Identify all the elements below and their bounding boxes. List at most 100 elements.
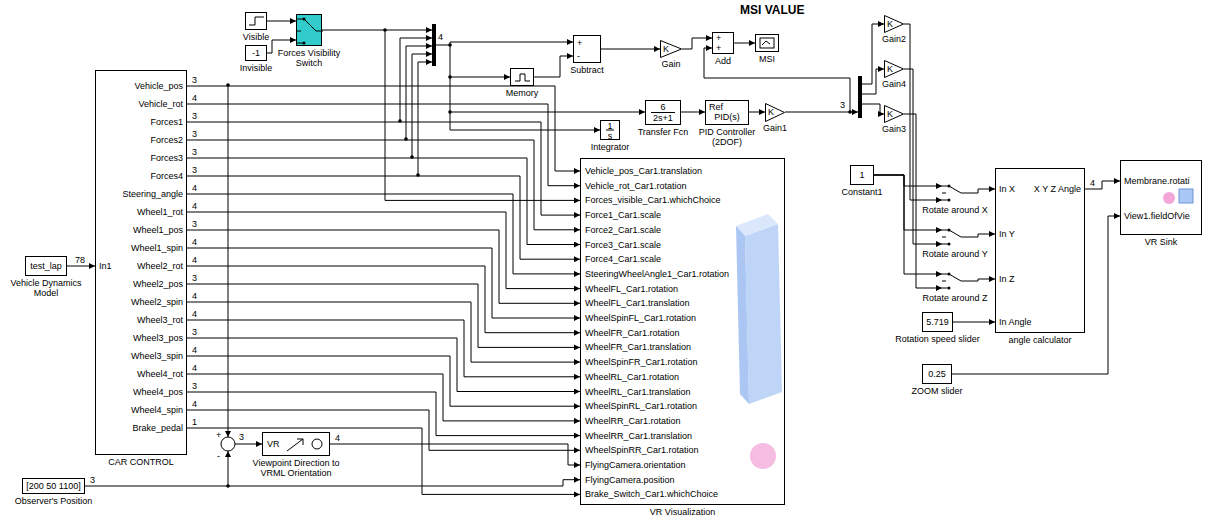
switch-block: Rotate around X [942, 182, 968, 204]
port-label: Brake_pedal [132, 423, 183, 433]
port-label: WheelFR_Car1.rotation [585, 328, 680, 338]
block-label: Gain2 [876, 34, 912, 44]
port-label: WheelRL_Car1.rotation [585, 372, 679, 382]
port-label: Force4_Car1.scale [585, 254, 661, 264]
wire-part [862, 69, 884, 94]
signal-width: 4 [192, 309, 197, 319]
block-icon [1121, 161, 1203, 236]
port-label: Wheel3_pos [133, 333, 183, 343]
port-label: Force1_Car1.scale [585, 210, 661, 220]
port-label: Vehicle_pos_Car1.translation [585, 166, 702, 176]
block-label: Rotate around Y [915, 249, 995, 259]
port-label: 1 [859, 170, 864, 180]
wire-part [450, 45, 510, 77]
constant-block: -1Invisible [245, 45, 267, 61]
port-label: X Y Z Angle [1034, 184, 1081, 194]
slider-block: 0.25ZOOM slider [922, 364, 952, 384]
signal-line [187, 356, 580, 406]
signal-line [67, 266, 95, 267]
port-label: K [887, 109, 893, 119]
signal-line [968, 189, 995, 193]
port-label: WheelSpinFL_Car1.rotation [585, 313, 696, 323]
port-label: WheelFL_Car1.rotation [585, 284, 678, 294]
gain-block: KGain1 [765, 103, 785, 122]
signal-line [187, 374, 580, 421]
port-label: Vehicle_pos [134, 81, 183, 91]
port-label: FlyingCamera.position [585, 475, 675, 485]
transfer-fcn-block: 62s+1Transfer Fcn [645, 100, 681, 125]
wire-part [412, 54, 432, 157]
port-label: K [887, 19, 893, 29]
signal-line [187, 428, 580, 494]
vr-sink-block: Membrane.rotatiView1.fieldOfVieVR Sink [1120, 160, 1202, 235]
block-icon [297, 15, 323, 47]
block-label: Memory [497, 88, 547, 98]
block-label: Gain4 [876, 79, 912, 89]
port-label: Wheel3_spin [131, 351, 183, 361]
block-icon [246, 13, 268, 31]
block-label: Invisible [231, 63, 281, 73]
signal-line [682, 38, 712, 49]
block-label: PID Controller (2DOF) [695, 127, 759, 147]
mux-bar [432, 24, 436, 66]
port-label: WheelRL_Car1.translation [585, 387, 691, 397]
signal-line [187, 122, 580, 215]
block-icon [942, 226, 968, 248]
port-label: In Z [999, 274, 1015, 284]
signal-width: 3 [192, 273, 197, 283]
wire-part [436, 42, 573, 45]
port-label: + [577, 38, 582, 48]
signal-line [267, 21, 296, 22]
branch-dots [226, 28, 852, 488]
port-label: Wheel3_rot [137, 315, 183, 325]
port-label: K [768, 107, 774, 117]
wire-part [750, 443, 776, 469]
port-label: Force3_Car1.scale [585, 240, 661, 250]
port-label: Membrane.rotati [1124, 176, 1190, 186]
port-label: WheelSpinRL_Car1.rotation [585, 401, 697, 411]
switch-block: Forces Visibility Switch [296, 14, 322, 46]
signal-line [187, 104, 580, 186]
wire-part [848, 110, 852, 114]
port-label: Forces3 [150, 153, 183, 163]
block-label: Viewpoint Direction to VRML Orientation [246, 458, 346, 478]
signal-line [187, 194, 580, 274]
port-label: Forces_visible_Car1.whichChoice [585, 195, 721, 205]
port-label: View1.fieldOfVie [1124, 211, 1190, 221]
signal-line [187, 140, 580, 230]
signal-line [874, 175, 942, 186]
integrator-block: 1sIntegrator [600, 120, 620, 140]
signal-annotation: - [217, 451, 220, 461]
block-label: Rotate around Z [915, 293, 995, 303]
block-label: Constant1 [837, 187, 887, 197]
signal-line [904, 69, 942, 244]
port-label: Forces2 [150, 135, 183, 145]
slider-block: 5.719Rotation speed slider [922, 312, 953, 332]
port-label: Ref [709, 102, 723, 112]
vr-illustration [736, 214, 782, 469]
signal-width: 78 [75, 255, 85, 265]
port-label: s [608, 131, 613, 141]
gain-block: KGain [660, 40, 682, 58]
signal-width: 3 [192, 129, 197, 139]
port-label: PID(s) [714, 112, 740, 122]
port-label: Force2_Car1.scale [585, 225, 661, 235]
wire-part [400, 38, 432, 121]
signal-width: 3 [192, 165, 197, 175]
port-label: Wheel4_spin [131, 405, 183, 415]
signal-width: 1 [192, 417, 197, 427]
port-label: WheelFL_Car1.translation [585, 298, 690, 308]
memory-block: Memory [510, 68, 534, 86]
port-label: WheelRR_Car1.translation [585, 431, 692, 441]
wire-part [736, 226, 749, 404]
block-label: Visible [231, 32, 281, 42]
signal-line [874, 175, 942, 230]
wire-part [406, 46, 432, 139]
signal-width: 3 [192, 381, 197, 391]
signal-width: 4 [192, 237, 197, 247]
signal-annotation: 3 [239, 432, 244, 442]
switch-block: Rotate around Y [942, 226, 968, 248]
subsystem-block: In1Vehicle_posVehicle_rotForces1Forces2F… [95, 70, 187, 455]
signal-line [187, 266, 580, 333]
block-label: Gain3 [876, 124, 912, 134]
